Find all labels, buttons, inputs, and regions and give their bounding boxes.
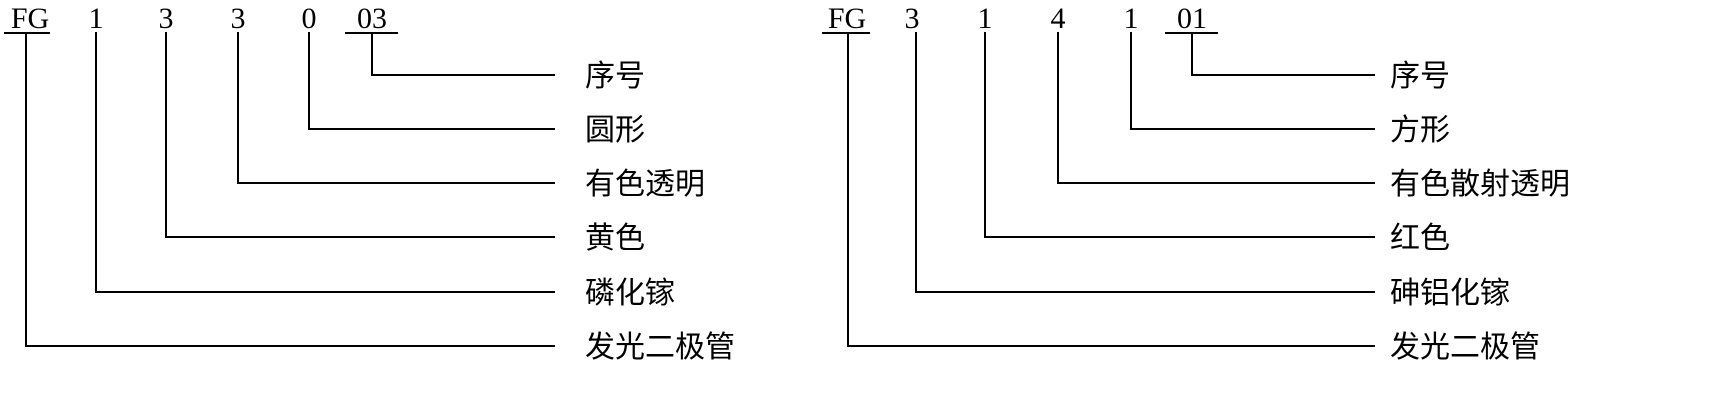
code-segment: 1 (1124, 2, 1139, 35)
leader-line (25, 32, 555, 347)
code-segment: 1 (978, 2, 993, 35)
code-segment: FG (828, 2, 866, 35)
leader-line (308, 32, 555, 130)
code-segment: 01 (1177, 2, 1207, 35)
meaning-label: 序号 (585, 59, 645, 94)
meaning-label: 发光二极管 (585, 330, 735, 365)
meaning-label: 方形 (1390, 113, 1450, 148)
meaning-label: 有色散射透明 (1390, 167, 1570, 202)
leader-line (371, 32, 555, 76)
code-segment: 3 (159, 2, 174, 35)
leader-line (165, 32, 555, 238)
code-segment: FG (11, 2, 49, 35)
leader-line (95, 32, 555, 293)
meaning-label: 黄色 (585, 221, 645, 256)
meaning-label: 红色 (1390, 221, 1450, 256)
code-segment: 4 (1051, 2, 1066, 35)
code-segment: 0 (302, 2, 317, 35)
leader-line (847, 32, 1375, 347)
code-segment: 3 (231, 2, 246, 35)
code-segment: 03 (357, 2, 387, 35)
leader-line (915, 32, 1375, 293)
code-segment: 1 (89, 2, 104, 35)
leader-line (1191, 32, 1375, 76)
meaning-label: 有色透明 (585, 167, 705, 202)
meaning-label: 磷化镓 (585, 276, 675, 311)
leader-line (984, 32, 1375, 238)
code-segment: 3 (905, 2, 920, 35)
meaning-label: 砷铝化镓 (1390, 276, 1510, 311)
meaning-label: 圆形 (585, 113, 645, 148)
meaning-label: 发光二极管 (1390, 330, 1540, 365)
leader-line (1057, 32, 1375, 184)
leader-line (237, 32, 555, 184)
leader-line (1130, 32, 1375, 130)
meaning-label: 序号 (1390, 59, 1450, 94)
